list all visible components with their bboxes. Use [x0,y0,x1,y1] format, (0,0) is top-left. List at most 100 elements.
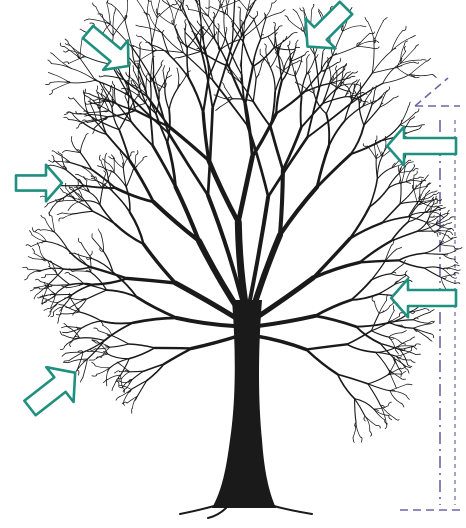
branch [395,384,397,389]
branch [270,51,278,67]
branch [127,278,175,283]
branch [48,73,53,75]
branch [202,15,204,20]
branch [64,117,69,119]
branch [44,308,49,310]
branch [376,159,377,179]
branch [197,21,200,25]
tree [23,0,462,518]
branch [47,242,68,250]
branch [413,312,430,319]
branch [315,316,356,327]
branch [160,0,163,1]
branch [307,55,310,59]
branch [110,359,129,368]
branch [107,1,111,4]
branch [28,257,33,259]
branch [414,171,417,175]
branch [40,196,45,197]
branch [447,210,449,215]
branch [424,268,441,277]
branch [105,153,107,158]
branch [413,328,428,338]
branch [218,24,219,29]
branch [93,239,104,252]
branch [388,173,400,189]
branch [101,89,102,94]
branch [46,299,58,303]
branch [177,68,178,73]
branch [455,283,460,284]
branch [59,218,63,221]
branch [60,188,63,192]
branch [256,336,306,350]
branch [192,336,238,348]
branch [404,41,407,45]
branch [346,72,351,74]
branch [213,12,215,17]
branch [133,66,134,71]
branch [136,0,147,16]
branch [58,318,59,323]
branch [415,45,419,49]
branch [305,51,309,54]
branch [306,58,315,74]
branch [440,245,454,247]
branch [353,438,354,443]
branch [353,80,357,83]
branch [261,18,267,39]
branch [399,260,425,268]
branch [76,111,81,113]
branch [297,61,302,62]
branch [62,353,66,356]
branch [80,58,95,80]
branch [402,330,406,332]
branch [272,0,276,3]
branch [428,338,432,341]
branch [147,16,152,44]
branch [90,99,91,104]
branch [81,321,101,328]
branch [57,275,70,285]
branch [46,83,51,85]
branch [126,72,129,76]
branch [296,40,298,45]
branch [113,20,124,36]
branch [397,247,402,249]
branch [231,21,232,26]
branch [281,10,285,13]
branch [110,87,111,92]
branch [430,334,433,338]
branch [268,36,270,41]
branch [112,386,114,391]
branch [129,344,155,348]
branch [143,156,147,159]
branch [57,213,62,215]
branch [42,241,47,243]
branch [288,41,290,46]
branch [110,344,129,347]
branch [390,302,393,306]
branch [97,166,102,168]
branch [95,366,110,368]
branch [150,65,161,83]
branch [119,386,124,388]
branch [365,17,368,21]
branch [338,58,341,62]
branch [432,191,437,192]
branch [370,431,372,436]
branch [174,58,179,60]
branch [427,212,440,215]
branch [127,0,129,2]
branch [70,274,84,284]
tree-trunk [212,300,276,508]
branch [122,372,130,379]
branch [100,188,103,205]
branch [414,169,419,171]
arrow-right-icon [16,165,62,201]
branch [70,80,95,83]
branch [399,253,424,260]
branch [64,50,69,52]
branch [52,155,54,160]
branch [109,172,111,177]
